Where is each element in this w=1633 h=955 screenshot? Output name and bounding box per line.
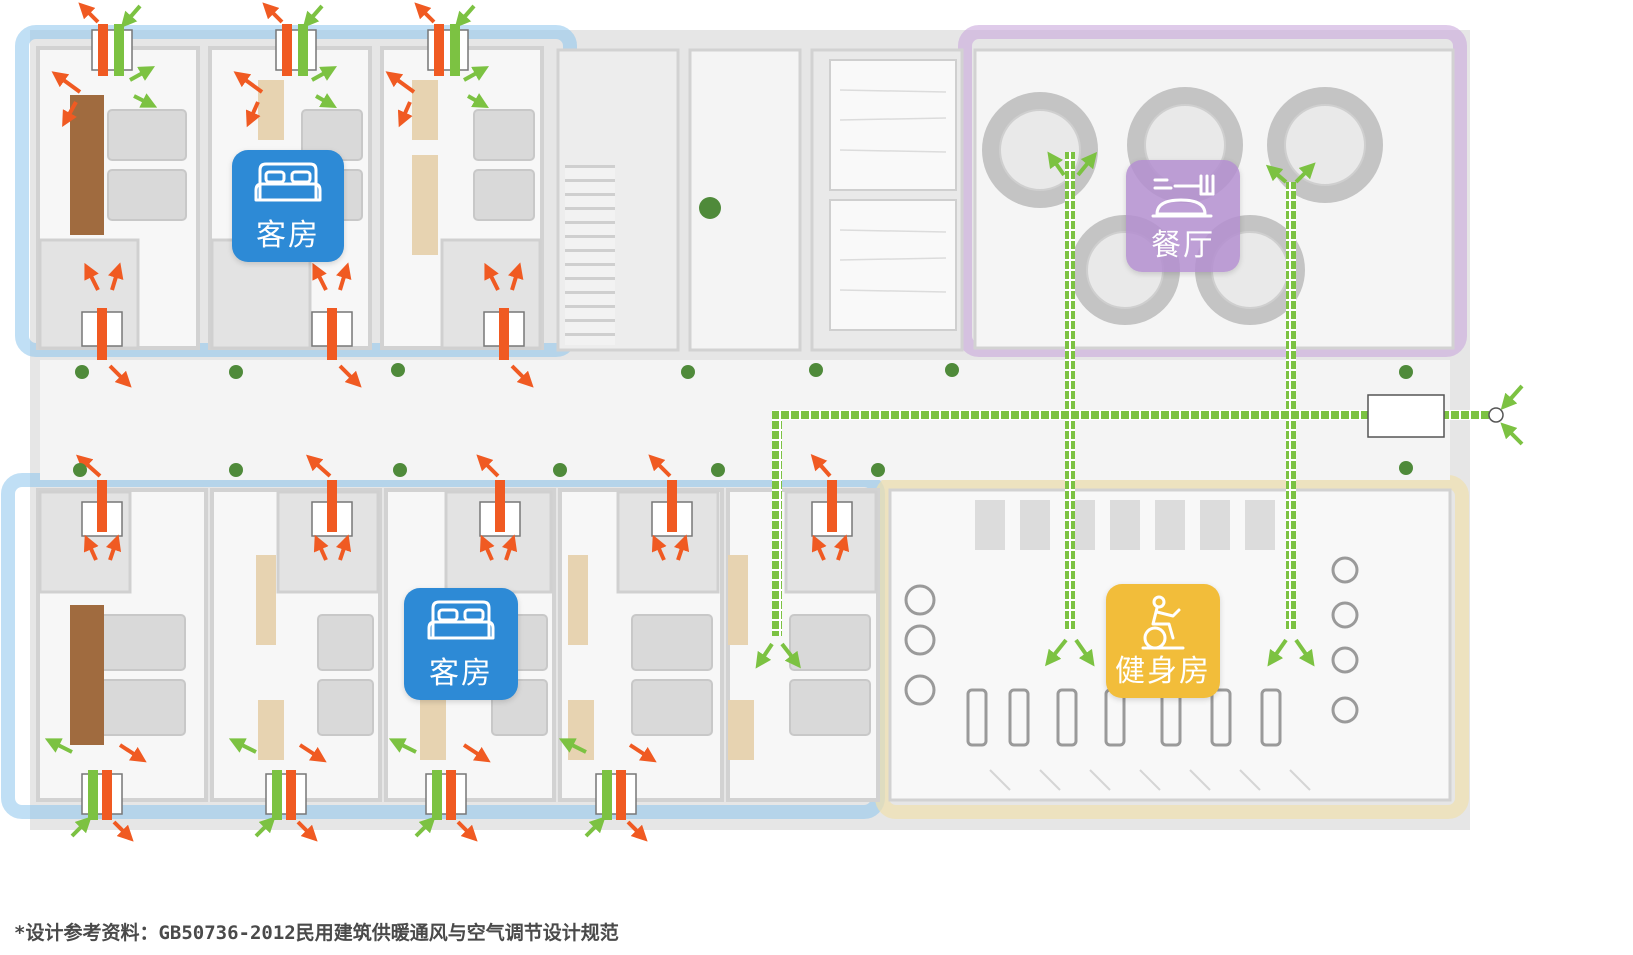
bed-icon <box>254 162 322 202</box>
gym-badge: 健身房 <box>1106 584 1220 698</box>
guest-room-badge-top: 客房 <box>232 150 344 262</box>
elevator-shaft-2 <box>829 199 957 331</box>
plants <box>73 197 1413 477</box>
guest-room-label-top: 客房 <box>256 218 320 253</box>
gym-equipment <box>975 500 1275 550</box>
fresh-air-arrows <box>44 4 1524 838</box>
floor-plan <box>1 2 1524 842</box>
exercise-bike-icon <box>1141 595 1185 650</box>
guest-room-badge-bottom: 客房 <box>404 588 518 700</box>
ventilation-units <box>81 24 853 820</box>
fresh-air-unit <box>1367 394 1445 438</box>
dining-label: 餐厅 <box>1151 228 1215 263</box>
exhaust-arrows <box>51 2 850 842</box>
dining-badge: 餐厅 <box>1126 160 1240 272</box>
dining-zone <box>958 25 1467 357</box>
elevator-shaft-1 <box>829 59 957 191</box>
gym-label: 健身房 <box>1115 654 1211 689</box>
guest-room-label-bottom: 客房 <box>429 656 493 691</box>
fresh-air-ducts <box>772 152 1494 636</box>
design-reference-footnote: *设计参考资料：GB50736-2012民用建筑供暖通风与空气调节设计规范 <box>14 922 619 944</box>
bed-icon <box>427 600 495 640</box>
gym-zone <box>875 475 1469 819</box>
dining-icon <box>1151 174 1215 218</box>
